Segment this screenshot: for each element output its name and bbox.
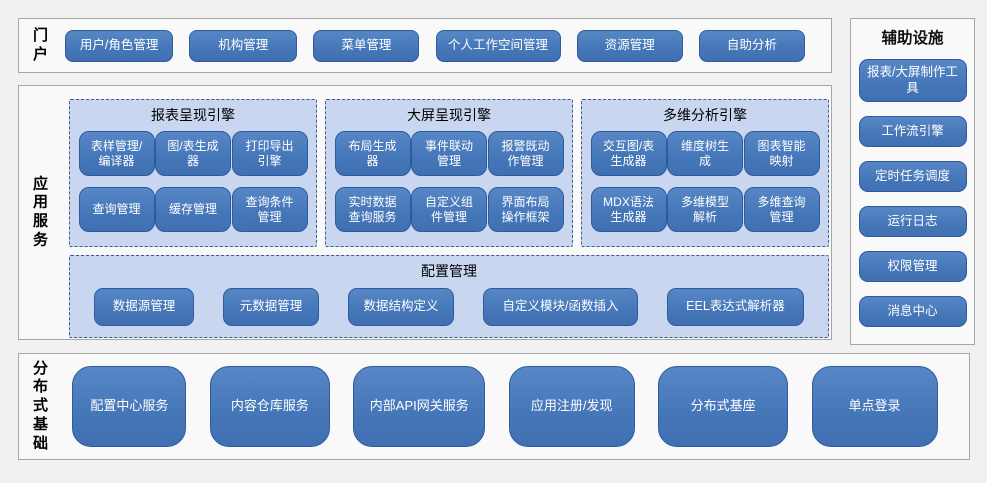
screen-engine-grid: 布局生成器 事件联动管理 报警既动作管理 实时数据查询服务 自定义组件管理 界面… (326, 125, 572, 240)
screen-engine-group: 大屏呈现引擎 布局生成器 事件联动管理 报警既动作管理 实时数据查询服务 自定义… (325, 99, 573, 247)
portal-buttons: 用户/角色管理 机构管理 菜单管理 个人工作空间管理 资源管理 自助分析 (49, 29, 821, 62)
screen-item-ui-layout-framework[interactable]: 界面布局操作框架 (487, 187, 564, 232)
auxiliary-title: 辅助设施 (881, 30, 944, 47)
config-item-metadata-mgmt[interactable]: 元数据管理 (223, 288, 319, 326)
aux-item-run-logs[interactable]: 运行日志 (858, 206, 967, 237)
olap-item-model-parsing[interactable]: 多维模型解析 (667, 187, 743, 232)
config-item-data-structure[interactable]: 数据结构定义 (348, 288, 454, 326)
report-engine-group: 报表呈现引擎 表样管理/编译器 图/表生成器 打印导出引擎 查询管理 缓存管理 … (69, 99, 317, 247)
screen-item-alarm-action[interactable]: 报警既动作管理 (487, 131, 564, 176)
report-item-chart-generator[interactable]: 图/表生成器 (155, 131, 231, 176)
aux-item-task-scheduler[interactable]: 定时任务调度 (858, 161, 967, 192)
olap-item-smart-chart-mapping[interactable]: 图表智能映射 (743, 131, 820, 176)
distributed-buttons: 配置中心服务 内容仓库服务 内部API网关服务 应用注册/发现 分布式基座 单点… (49, 366, 961, 447)
screen-item-layout-generator[interactable]: 布局生成器 (334, 131, 411, 176)
report-item-query-mgmt[interactable]: 查询管理 (78, 187, 155, 232)
config-item-custom-module-function[interactable]: 自定义模块/函数插入 (483, 288, 638, 326)
screen-item-realtime-query[interactable]: 实时数据查询服务 (334, 187, 411, 232)
dist-item-distributed-pedestal[interactable]: 分布式基座 (658, 366, 789, 447)
olap-item-md-query-mgmt[interactable]: 多维查询管理 (743, 187, 820, 232)
portal-item-menu-mgmt[interactable]: 菜单管理 (313, 29, 420, 62)
aux-item-permission-mgmt[interactable]: 权限管理 (858, 251, 967, 282)
report-item-query-condition[interactable]: 查询条件管理 (231, 187, 308, 232)
portal-item-resource-mgmt[interactable]: 资源管理 (576, 29, 683, 62)
dist-item-api-gateway[interactable]: 内部API网关服务 (353, 366, 486, 447)
screen-item-custom-component[interactable]: 自定义组件管理 (411, 187, 487, 232)
olap-item-dimension-tree[interactable]: 维度树生成 (667, 131, 743, 176)
app-services-section: 应用服务 报表呈现引擎 表样管理/编译器 图/表生成器 打印导出引擎 查询管理 … (18, 85, 832, 340)
aux-item-message-center[interactable]: 消息中心 (858, 296, 967, 327)
app-services-content: 报表呈现引擎 表样管理/编译器 图/表生成器 打印导出引擎 查询管理 缓存管理 … (69, 99, 829, 338)
portal-label: 门户 (32, 26, 48, 63)
screen-item-event-linkage[interactable]: 事件联动管理 (411, 131, 487, 176)
olap-item-interactive-chart[interactable]: 交互图/表生成器 (590, 131, 667, 176)
config-item-datasource-mgmt[interactable]: 数据源管理 (94, 288, 194, 326)
config-item-eel-parser[interactable]: EEL表达式解析器 (667, 288, 804, 326)
distributed-base-label: 分布式基础 (32, 359, 48, 452)
app-services-label: 应用服务 (32, 175, 48, 249)
screen-engine-title: 大屏呈现引擎 (407, 107, 491, 123)
report-item-style-compiler[interactable]: 表样管理/编译器 (78, 131, 155, 176)
auxiliary-section: 辅助设施 报表/大屏制作工具 工作流引擎 定时任务调度 运行日志 权限管理 消息… (850, 18, 975, 345)
dist-item-config-center[interactable]: 配置中心服务 (72, 366, 187, 447)
portal-section: 门户 用户/角色管理 机构管理 菜单管理 个人工作空间管理 资源管理 自助分析 (18, 18, 832, 73)
olap-engine-grid: 交互图/表生成器 维度树生成 图表智能映射 MDX语法生成器 多维模型解析 多维… (582, 125, 828, 240)
report-item-cache-mgmt[interactable]: 缓存管理 (155, 187, 231, 232)
aux-item-workflow-engine[interactable]: 工作流引擎 (858, 116, 967, 147)
aux-item-report-screen-tool[interactable]: 报表/大屏制作工具 (858, 59, 967, 102)
portal-item-org-mgmt[interactable]: 机构管理 (189, 29, 298, 62)
config-mgmt-title: 配置管理 (421, 263, 477, 279)
config-mgmt-group: 配置管理 数据源管理 元数据管理 数据结构定义 自定义模块/函数插入 EEL表达… (69, 255, 829, 338)
portal-item-workspace-mgmt[interactable]: 个人工作空间管理 (435, 29, 561, 62)
engine-groups: 报表呈现引擎 表样管理/编译器 图/表生成器 打印导出引擎 查询管理 缓存管理 … (69, 99, 829, 247)
report-item-print-export[interactable]: 打印导出引擎 (231, 131, 308, 176)
report-engine-grid: 表样管理/编译器 图/表生成器 打印导出引擎 查询管理 缓存管理 查询条件管理 (70, 125, 316, 240)
auxiliary-buttons: 报表/大屏制作工具 工作流引擎 定时任务调度 运行日志 权限管理 消息中心 (858, 59, 967, 327)
portal-item-self-analysis[interactable]: 自助分析 (698, 29, 805, 62)
distributed-base-section: 分布式基础 配置中心服务 内容仓库服务 内部API网关服务 应用注册/发现 分布… (18, 353, 970, 460)
olap-engine-title: 多维分析引擎 (663, 107, 747, 123)
dist-item-app-registry[interactable]: 应用注册/发现 (508, 366, 635, 447)
olap-engine-group: 多维分析引擎 交互图/表生成器 维度树生成 图表智能映射 MDX语法生成器 多维… (581, 99, 829, 247)
report-engine-title: 报表呈现引擎 (151, 107, 235, 123)
dist-item-sso[interactable]: 单点登录 (811, 366, 938, 447)
olap-item-mdx-generator[interactable]: MDX语法生成器 (590, 187, 667, 232)
dist-item-content-repo[interactable]: 内容仓库服务 (209, 366, 330, 447)
config-mgmt-buttons: 数据源管理 元数据管理 数据结构定义 自定义模块/函数插入 EEL表达式解析器 (70, 281, 828, 326)
portal-item-user-role-mgmt[interactable]: 用户/角色管理 (65, 29, 174, 62)
